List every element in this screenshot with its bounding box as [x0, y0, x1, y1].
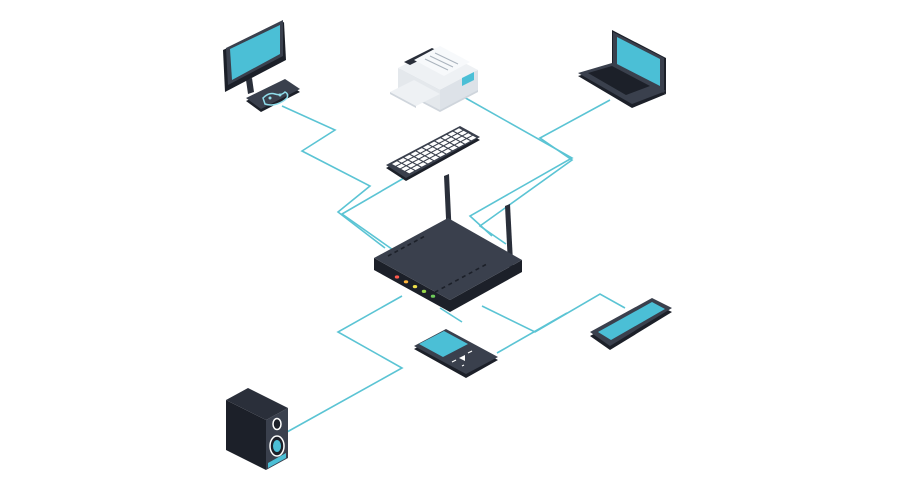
status-led [403, 280, 409, 284]
keyboard-key [415, 153, 424, 159]
keyboard-key [405, 168, 415, 174]
router-vent [468, 271, 473, 275]
keyboard-key [450, 139, 460, 145]
link-router-keyboard [340, 177, 405, 253]
media-player-icon [414, 329, 498, 378]
router-vent [394, 249, 399, 254]
keyboard-key [436, 152, 446, 157]
keyboard-keys [392, 128, 477, 174]
keyboard-key [452, 134, 461, 139]
router-status-lights [394, 275, 436, 298]
keyboard-key [446, 137, 455, 142]
router-vent [475, 267, 480, 271]
gamepad-icon [262, 91, 289, 106]
link-media-player-smartphone [496, 312, 568, 354]
keyboard-key [421, 150, 430, 156]
smartphone-icon [590, 298, 672, 350]
router-vent [461, 274, 466, 279]
keyboard-key [404, 154, 413, 160]
keyboard-key [401, 166, 410, 171]
link-router-media-player [439, 307, 463, 323]
keyboard-key [419, 156, 429, 161]
keyboard-key [407, 163, 416, 168]
keyboard-key [430, 155, 440, 161]
keyboard-key [392, 161, 401, 166]
keyboard-key [438, 146, 447, 152]
keyboard-key [410, 151, 420, 156]
keyboard-key [463, 133, 472, 138]
keyboard-key [433, 144, 443, 149]
router-vent [441, 285, 446, 290]
status-led [421, 289, 427, 293]
keyboard-key [447, 131, 457, 137]
router-vent [427, 293, 432, 297]
router-vent [387, 253, 392, 257]
keyboard-key [432, 149, 441, 155]
status-led [412, 285, 418, 289]
router-vent [413, 239, 418, 243]
keyboard-key [457, 136, 466, 142]
link-router-desktop [281, 105, 386, 249]
link-router-laptop [478, 99, 611, 245]
keyboard-key [458, 130, 468, 136]
router-vent [420, 235, 425, 240]
play-button-icon [451, 350, 473, 367]
keyboard-key [443, 149, 452, 154]
keyboard-key [398, 158, 407, 163]
link-router-speaker [286, 295, 404, 433]
connection-lines [281, 95, 626, 433]
keyboard-key [455, 142, 464, 147]
wireless-router-icon [374, 174, 522, 312]
laptop-icon [578, 30, 666, 108]
speaker-icon [226, 388, 288, 470]
keyboard-key [467, 135, 477, 141]
desktop-computer-icon [223, 20, 300, 112]
link-router-smartphone [481, 293, 626, 333]
keyboard-key [409, 157, 418, 162]
router-vent [407, 242, 412, 247]
link-router-printer [461, 95, 574, 237]
keyboard-key [424, 158, 433, 164]
keyboard-key [402, 160, 412, 166]
keyboard-key [440, 140, 449, 146]
keyboard-key [416, 148, 426, 153]
keyboard-key [423, 144, 432, 150]
keyboard-key [412, 165, 421, 171]
keyboard-icon [386, 126, 480, 181]
keyboard-key [427, 147, 437, 152]
keyboard-key [418, 162, 427, 167]
keyboard-key [449, 145, 458, 151]
keyboard-key [429, 141, 438, 147]
status-led [394, 275, 400, 279]
router-vent [434, 289, 439, 294]
keyboard-key [461, 139, 471, 144]
router-vent [400, 246, 405, 250]
keyboard-key [435, 138, 444, 143]
router-vents [387, 235, 487, 297]
keyboard-key [441, 134, 451, 140]
router-vent [454, 278, 460, 282]
router-vent [448, 282, 453, 286]
keyboard-key [454, 128, 463, 133]
printer-icon [390, 46, 478, 112]
status-led [430, 294, 436, 298]
keyboard-key [444, 143, 454, 148]
router-vent [482, 263, 487, 268]
keyboard-key [396, 163, 406, 169]
keyboard-key [426, 153, 435, 158]
keyboard-key [413, 159, 423, 165]
